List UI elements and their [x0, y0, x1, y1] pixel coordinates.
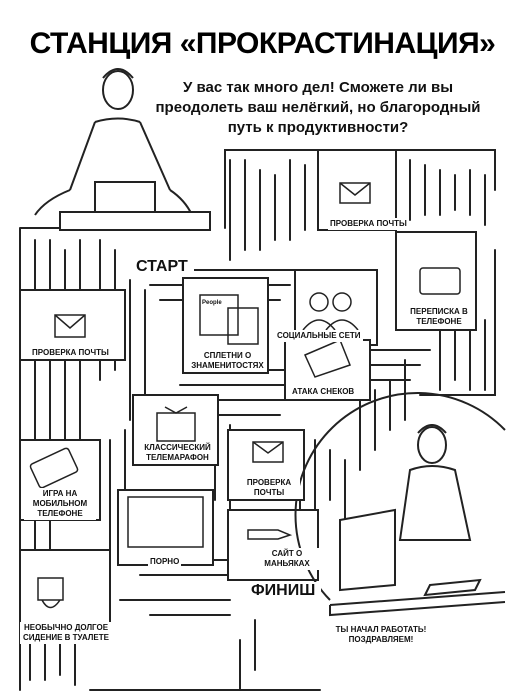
room-gossip: СПЛЕТНИ О ЗНАМЕНИТОСТЯХ	[188, 350, 267, 372]
intro-text: У вас так много дел! Сможете ли вы преод…	[155, 79, 481, 136]
room-snack: АТАКА СНЕКОВ	[290, 386, 357, 398]
room-tv: КЛАССИЧЕСКИЙ ТЕЛЕМАРАФОН	[138, 442, 217, 464]
room-mail-mid: ПРОВЕРКА ПОЧТЫ	[238, 477, 300, 499]
room-mail-left: ПРОВЕРКА ПОЧТЫ	[30, 347, 111, 359]
magazine-cover-text: People	[202, 298, 222, 308]
room-phone-chat: ПЕРЕПИСКА В ТЕЛЕФОНЕ	[403, 306, 475, 328]
room-maniac: САЙТ О МАНЬЯКАХ	[255, 548, 319, 570]
start-label: СТАРТ	[130, 258, 194, 276]
finish-label: ФИНИШ	[245, 582, 322, 600]
room-porn: ПОРНО	[148, 556, 182, 568]
room-social: СОЦИАЛЬНЫЕ СЕТИ	[275, 330, 363, 342]
congrats-text: ТЫ НАЧАЛ РАБОТАТЬ! ПОЗДРАВЛЯЕМ!	[330, 624, 432, 646]
room-mobile-game: ИГРА НА МОБИЛЬНОМ ТЕЛЕФОНЕ	[24, 488, 96, 520]
room-toilet: НЕОБЫЧНО ДОЛГОЕ СИДЕНИЕ В ТУАЛЕТЕ	[20, 622, 112, 644]
room-mail-top: ПРОВЕРКА ПОЧТЫ	[328, 218, 409, 230]
page-title: СТАНЦИЯ «ПРОКРАСТИНАЦИЯ»	[29, 27, 496, 60]
